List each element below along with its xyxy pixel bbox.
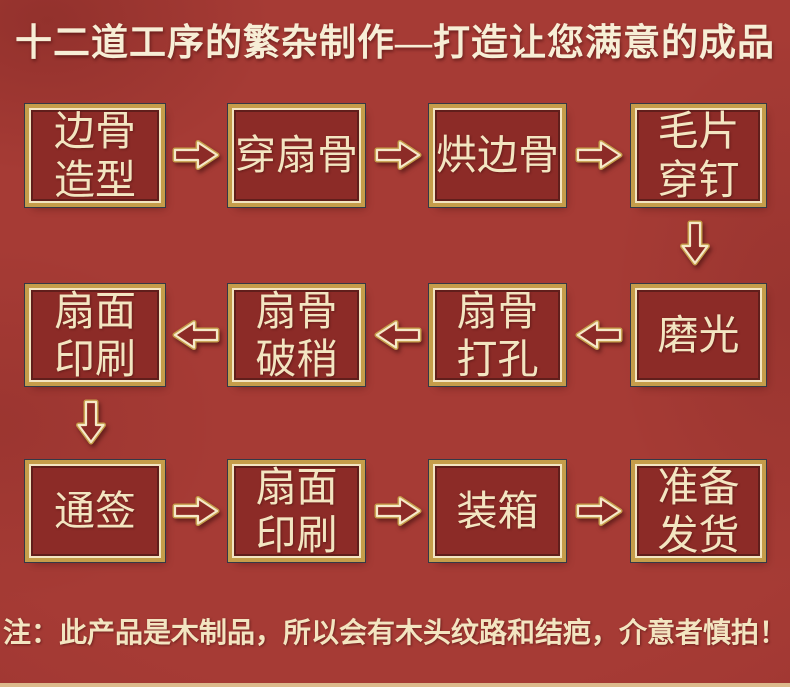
- step-box-row1-col2: 穿扇骨: [232, 108, 361, 203]
- step-box-row2-col4: 磨光: [635, 288, 762, 382]
- arrow-left-icon: [172, 319, 220, 351]
- step-label: 扇骨 破稍: [255, 287, 338, 382]
- arrow-down-icon: [679, 220, 711, 266]
- step-label: 磨光: [657, 311, 740, 358]
- step-label: 准备 发货: [657, 463, 740, 558]
- step-label: 烘边骨: [436, 132, 559, 179]
- page-title: 十二道工序的繁杂制作—打造让您满意的成品: [15, 23, 775, 64]
- arrow-right-icon: [374, 139, 422, 171]
- arrow-left-icon: [575, 319, 623, 351]
- step-box-row2-col2: 扇骨 破稍: [232, 288, 361, 382]
- step-box-row3-col3: 装箱: [433, 464, 562, 558]
- step-label: 穿扇骨: [235, 132, 358, 179]
- arrow-right-icon: [575, 139, 623, 171]
- step-label: 边骨 造型: [54, 108, 136, 203]
- step-label: 装箱: [456, 487, 539, 534]
- step-box-row3-col1: 通签: [29, 464, 161, 558]
- arrow-right-icon: [374, 495, 422, 527]
- step-label: 扇面 印刷: [255, 463, 338, 558]
- bottom-strip: [0, 683, 790, 687]
- step-box-row2-col3: 扇骨 打孔: [433, 288, 562, 382]
- note-text: 注：此产品是木制品，所以会有木头纹路和结疤，介意者慎拍！: [2, 618, 787, 649]
- arrow-down-icon: [75, 399, 107, 445]
- step-box-row3-col4: 准备 发货: [635, 464, 762, 558]
- step-label: 通签: [54, 487, 136, 534]
- arrow-right-icon: [172, 139, 220, 171]
- step-box-row1-col1: 边骨 造型: [29, 108, 161, 203]
- step-label: 扇骨 打孔: [456, 287, 539, 382]
- step-box-row3-col2: 扇面 印刷: [232, 464, 361, 558]
- arrow-right-icon: [172, 495, 220, 527]
- step-label: 毛片 穿钉: [657, 108, 740, 203]
- step-box-row2-col1: 扇面 印刷: [29, 288, 161, 382]
- arrow-left-icon: [374, 319, 422, 351]
- step-label: 扇面 印刷: [54, 287, 136, 382]
- step-box-row1-col3: 烘边骨: [433, 108, 562, 203]
- step-box-row1-col4: 毛片 穿钉: [635, 108, 762, 203]
- arrow-right-icon: [575, 495, 623, 527]
